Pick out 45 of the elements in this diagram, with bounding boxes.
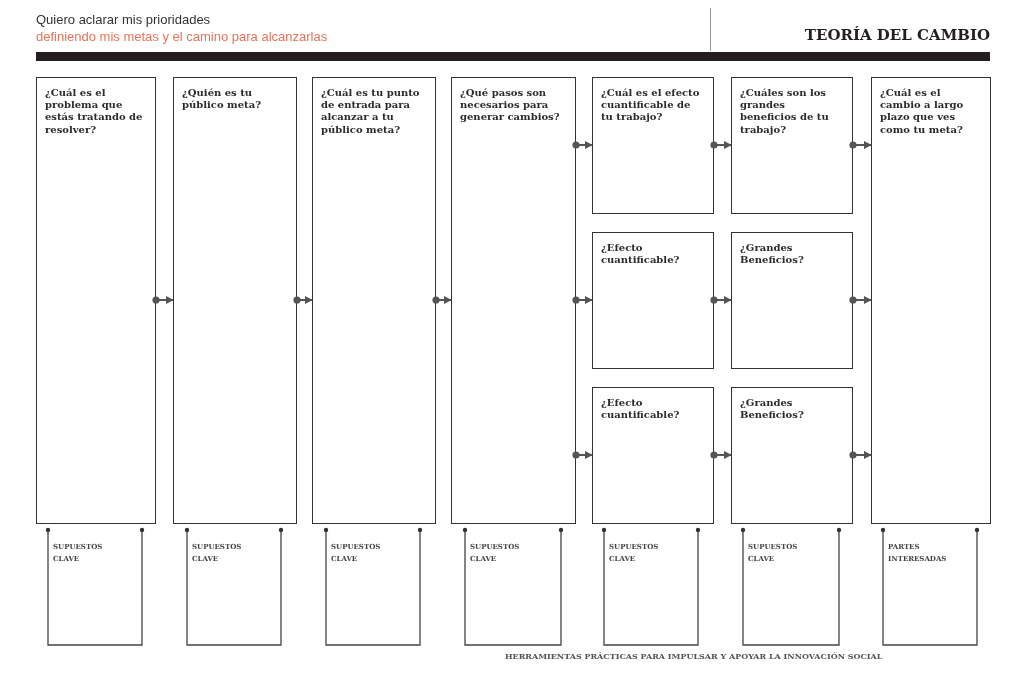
arrow [572, 296, 593, 304]
arrow [849, 296, 872, 304]
notes-box [183, 527, 285, 646]
arrow [293, 296, 313, 304]
arrow [710, 296, 732, 304]
question-box [451, 77, 576, 524]
question-text: ¿Qué pasos son necesarios para generar cambios? [460, 87, 561, 124]
question-text: ¿Efecto cuantificable? [601, 242, 681, 267]
notes-box [879, 527, 981, 646]
subtitle: Quiero aclarar mis prioridades [36, 12, 211, 27]
question-text: ¿Cuál es tu punto de entrada para alcanzar a tu público meta? [321, 87, 421, 136]
notes-box [739, 527, 843, 646]
arrow [152, 296, 174, 304]
question-box [592, 232, 714, 369]
question-text: ¿Grandes Beneficios? [740, 242, 805, 267]
arrow [572, 451, 593, 459]
question-text: ¿Cuál es el efecto cuantificable de tu trabajo? [601, 87, 701, 124]
arrow [849, 451, 872, 459]
question-box [36, 77, 156, 524]
notes-box [322, 527, 424, 646]
notes-box [461, 527, 565, 646]
question-box [592, 77, 714, 214]
arrow [710, 451, 732, 459]
footer-note: HERRAMIENTAS PRÁCTICAS PARA IMPULSAR Y APOYAR LA INNOVACIÓN SOCIAL [505, 651, 883, 661]
notes-box [600, 527, 702, 646]
subtitle: definiendo mis metas y el camino para alcanzarlas [36, 29, 328, 44]
title: TEORÍA DEL CAMBIO [804, 26, 990, 44]
question-box [871, 77, 991, 524]
question-box [592, 387, 714, 524]
question-text: ¿Cuál es el problema que estás tratando de resolver? [45, 87, 144, 136]
arrow [572, 141, 593, 149]
arrow [432, 296, 452, 304]
question-box [731, 387, 853, 524]
question-text: ¿Grandes Beneficios? [740, 397, 805, 422]
arrow [849, 141, 872, 149]
question-text: ¿Cuál es el cambio a largo plazo que ves como tu meta? [880, 87, 965, 136]
arrow [710, 141, 732, 149]
question-box [173, 77, 297, 524]
question-text: ¿Efecto cuantificable? [601, 397, 681, 422]
question-box [731, 77, 853, 214]
question-text: ¿Cuáles son los grandes beneficios de tu trabajo? [740, 87, 830, 136]
question-box [312, 77, 436, 524]
question-box [731, 232, 853, 369]
question-text: ¿Quién es tu público meta? [182, 87, 262, 112]
notes-box [44, 527, 146, 646]
